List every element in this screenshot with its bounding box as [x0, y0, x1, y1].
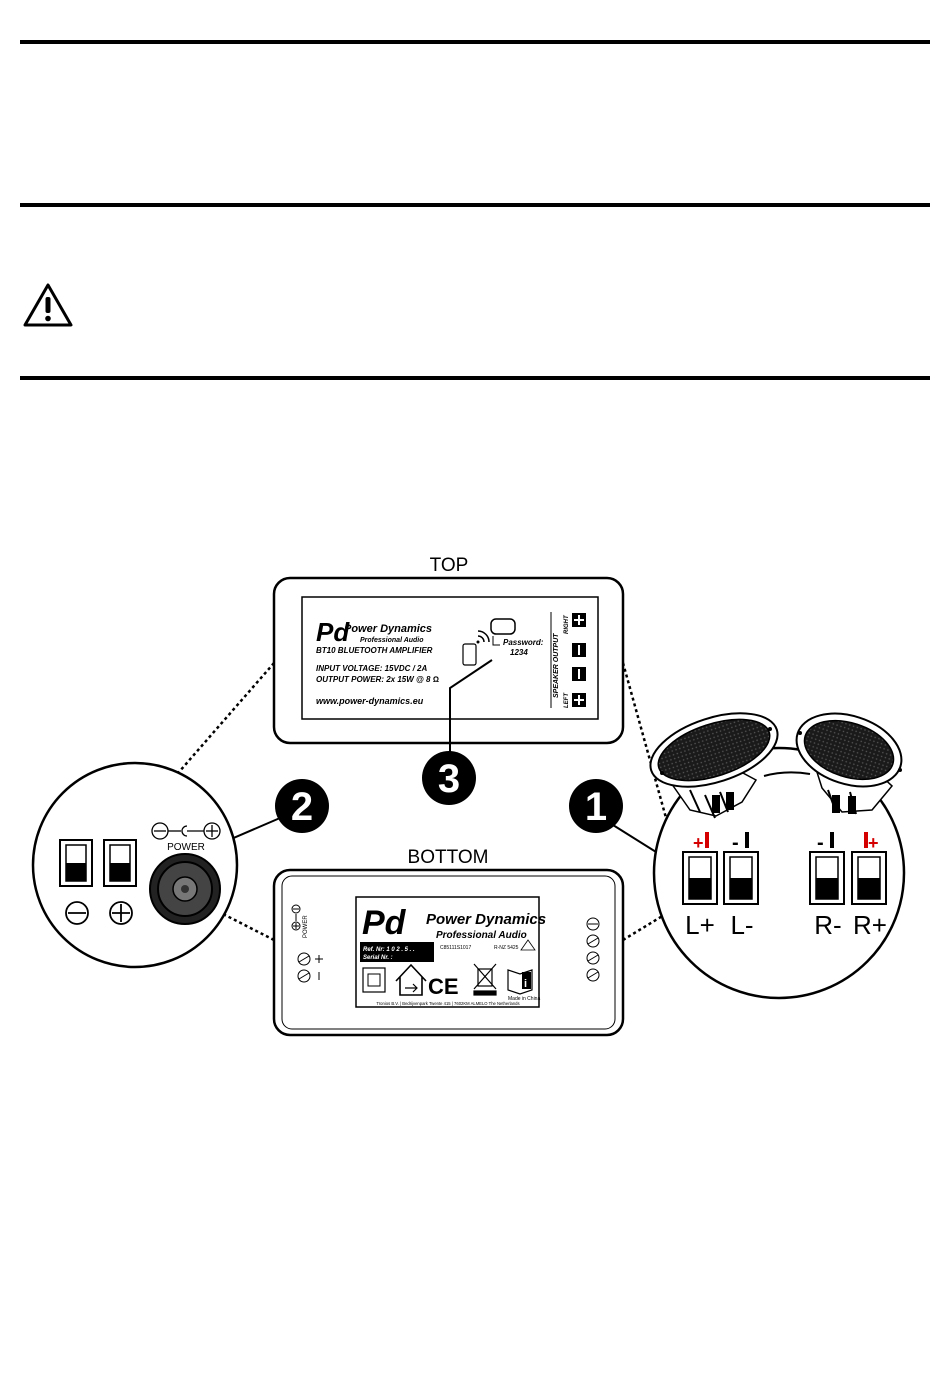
label-r-minus: R-: [814, 910, 841, 940]
left-zoom-circle: POWER: [31, 761, 239, 969]
terminal-l-minus: [723, 851, 759, 905]
top-brand: Power Dynamics: [344, 623, 432, 635]
lower-rule: [20, 376, 930, 380]
callout-3: 3: [422, 751, 476, 805]
bottom-brand-sub: Professional Audio: [436, 930, 527, 941]
manufacturer-address: Tronios B.V. | Bedrijvenpark Twente 415 …: [376, 1001, 519, 1006]
rcm-code: R-NZ 5425: [494, 945, 519, 951]
callout-2: 2: [275, 779, 329, 833]
dc-power-jack: [149, 853, 221, 925]
dc-polarity-icon: [151, 822, 221, 840]
power-terminal-minus: [59, 839, 93, 887]
polarity-rminus-top: -: [817, 832, 824, 854]
top-input-voltage: INPUT VOLTAGE: 15VDC / 2A: [316, 664, 427, 673]
password-value: 1234: [510, 648, 528, 657]
weee-bin-icon: [473, 963, 497, 996]
svg-text:2: 2: [291, 785, 313, 829]
zoom-connector-lines: [171, 662, 670, 942]
top-rule: [20, 40, 930, 44]
right-label: RIGHT: [564, 614, 570, 634]
bottom-power-label: POWER: [303, 915, 309, 938]
made-in: Made in China: [508, 996, 540, 1002]
indoor-use-icon: [395, 963, 427, 996]
double-insulation-icon: [362, 967, 386, 993]
manual-icon: i: [507, 969, 533, 995]
amplifier-wiring-diagram: TOP Pd Power Dynamics Professional Audio…: [31, 555, 906, 1037]
svg-text:Pd: Pd: [362, 904, 407, 942]
svg-text:3: 3: [438, 757, 460, 801]
right-zoom-circle: + - - + L+ L- R-: [649, 712, 906, 1000]
rcm-triangle-icon: [520, 939, 536, 951]
speaker-left-icon: [649, 712, 779, 819]
plus-symbol-icon: [109, 901, 133, 925]
polarity-lminus-top: -: [732, 832, 739, 854]
power-terminal-plus: [103, 839, 137, 887]
bottom-speaker-screws: [586, 917, 600, 982]
bottom-power-marking: [291, 904, 323, 983]
polarity-lplus-top: +: [693, 833, 704, 853]
top-brand-sub: Professional Audio: [360, 637, 424, 644]
serial-no: Serial Nr. :: [363, 955, 393, 961]
terminal-l-plus: [682, 851, 718, 905]
top-model: BT10 BLUETOOTH AMPLIFIER: [316, 646, 433, 655]
speaker-right-icon: [795, 712, 903, 815]
bottom-label: BOTTOM: [408, 847, 489, 868]
left-power-label: POWER: [167, 842, 205, 853]
ce-mark-icon: CE: [428, 974, 459, 999]
power-dynamics-logo: Pd: [316, 617, 350, 647]
polarity-rplus-top: +: [868, 833, 879, 853]
label-l-minus: L-: [730, 910, 753, 940]
speaker-wire: [763, 771, 811, 777]
phone-icon: [462, 643, 477, 666]
cert-code: C85111S1017: [440, 945, 471, 951]
speaker-output-label: SPEAKER OUTPUT: [553, 633, 560, 698]
bottom-panel: POWER Pd Power Dynamics Professional Aud…: [272, 868, 625, 1037]
bottom-logo: Pd: [362, 904, 407, 942]
minus-symbol-icon: [65, 901, 89, 925]
password-label: Password:: [503, 638, 544, 647]
top-website: www.power-dynamics.eu: [316, 696, 424, 706]
top-panel: Pd Power Dynamics Professional Audio BT1…: [272, 576, 625, 752]
wireless-icon: [477, 630, 490, 643]
top-output-power: OUTPUT POWER: 2x 15W @ 8 Ω: [316, 675, 439, 684]
bottom-brand: Power Dynamics: [426, 911, 546, 928]
left-label: LEFT: [564, 692, 570, 708]
ref-no: Ref. Nr: 1 0 2 . 5 . .: [363, 947, 415, 953]
svg-text:i: i: [524, 978, 527, 990]
callout-3-leader: [449, 659, 493, 752]
label-r-plus: R+: [853, 910, 887, 940]
callout-1: 1: [569, 779, 623, 833]
warning-icon: [23, 283, 73, 327]
label-l-plus: L+: [685, 910, 715, 940]
svg-text:Pd: Pd: [316, 617, 350, 647]
terminal-r-minus: [809, 851, 845, 905]
svg-text:1: 1: [585, 785, 607, 829]
pairing-button-icon: [490, 618, 516, 635]
top-label: TOP: [430, 555, 469, 576]
middle-rule: [20, 203, 930, 207]
terminal-r-plus: [851, 851, 887, 905]
